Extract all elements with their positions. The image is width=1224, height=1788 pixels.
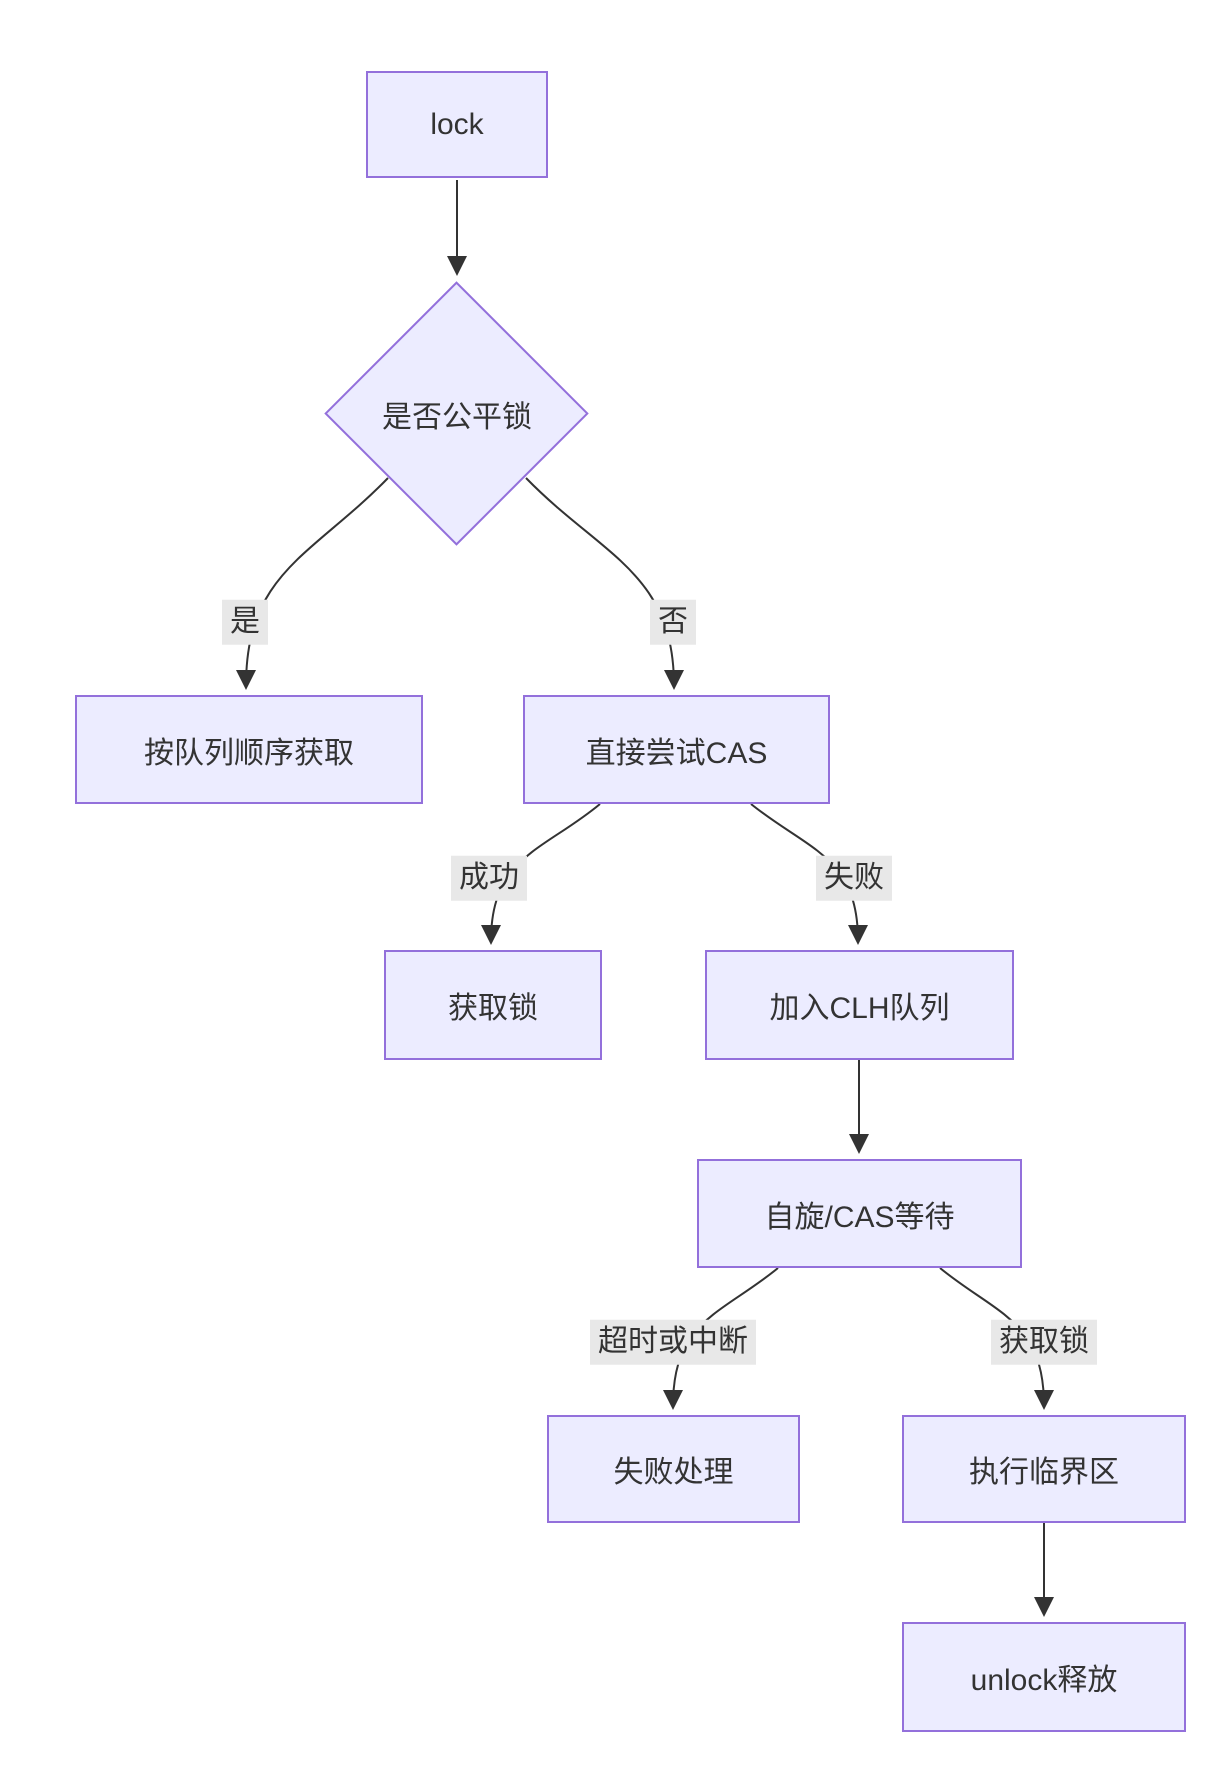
node-fair-decision-label: 是否公平锁 [382, 401, 532, 434]
node-fail-handle-label: 失败处理 [613, 1456, 734, 1489]
node-acquire-lock: 获取锁 [384, 950, 602, 1060]
edge-label-failure: 失败 [816, 855, 892, 901]
edge-label-lock-acquired: 获取锁 [991, 1319, 1097, 1365]
node-unlock-release-label: unlock释放 [970, 1664, 1118, 1697]
node-join-clh: 加入CLH队列 [705, 950, 1014, 1060]
node-try-cas-label: 直接尝试CAS [585, 736, 768, 770]
node-critical-section: 执行临界区 [902, 1415, 1186, 1523]
edge-label-yes: 是 [222, 599, 268, 645]
node-fail-handle: 失败处理 [547, 1415, 800, 1523]
node-spin-wait-label: 自旋/CAS等待 [764, 1200, 955, 1234]
edge-label-no: 否 [650, 599, 696, 645]
node-unlock-release: unlock释放 [902, 1622, 1186, 1732]
node-spin-wait: 自旋/CAS等待 [697, 1159, 1022, 1268]
node-queue-order-label: 按队列顺序获取 [144, 736, 354, 770]
node-acquire-lock-label: 获取锁 [448, 992, 538, 1025]
node-lock-label: lock [430, 107, 484, 141]
edge-decision-to-queue [236, 477, 389, 690]
node-try-cas: 直接尝试CAS [523, 695, 830, 804]
edge-label-success: 成功 [451, 855, 527, 901]
node-join-clh-label: 加入CLH队列 [769, 992, 950, 1025]
node-queue-order: 按队列顺序获取 [75, 695, 423, 804]
edge-label-timeout-or-interrupt: 超时或中断 [590, 1319, 756, 1365]
node-critical-section-label: 执行临界区 [969, 1456, 1119, 1489]
edge-decision-to-cas [525, 477, 684, 690]
node-lock: lock [366, 71, 548, 178]
